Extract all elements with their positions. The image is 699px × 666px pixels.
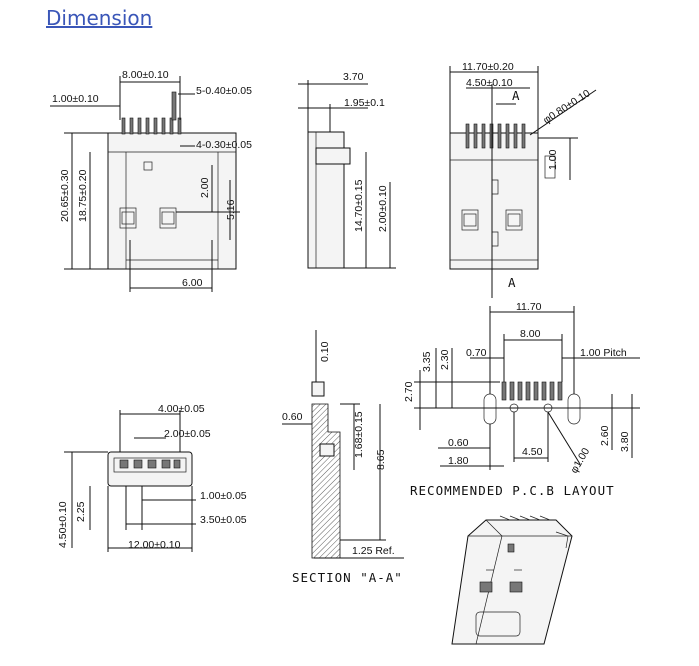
section-hatched-body xyxy=(311,403,341,559)
front-dim-body-length: 18.75±0.20 xyxy=(77,169,89,222)
section-view: 0.10 0.60 1.68±0.15 8.65 1.25 Ref. SECTI… xyxy=(282,330,404,585)
section-dim-depth: 1.68±0.15 xyxy=(353,411,365,458)
pcb-dim-slot-total: 3.80 xyxy=(619,431,631,452)
front-view: 8.00±0.10 1.00±0.10 5-0.40±0.05 4-0.30±0… xyxy=(50,69,252,292)
side-dim-depth: 3.70 xyxy=(343,71,364,83)
end-view: 4.00±0.05 2.00±0.05 1.00±0.05 3.50±0.05 … xyxy=(57,403,247,552)
back-dim-pin-span: 4.50±0.10 xyxy=(466,77,513,89)
section-dim-height: 8.65 xyxy=(375,449,387,470)
front-dim-width: 8.00±0.10 xyxy=(122,69,169,81)
back-view: 11.70±0.20 4.50±0.10 φ0.80±0.10 1.00 A A xyxy=(449,61,597,298)
front-pin-detail xyxy=(171,91,177,121)
end-body-outline xyxy=(107,451,193,487)
pcb-dim-slot-gap: 0.70 xyxy=(466,347,487,359)
front-window-left xyxy=(119,207,137,229)
front-body-outline xyxy=(107,132,237,270)
pcb-pads xyxy=(501,381,563,401)
front-dim-window-span: 6.00 xyxy=(182,277,203,289)
side-dim-window: 2.00±0.10 xyxy=(377,185,389,232)
front-pins xyxy=(121,117,182,135)
section-dim-ref: 1.25 Ref. xyxy=(352,545,395,557)
pcb-dim-pitch: 1.00 Pitch xyxy=(580,347,627,359)
front-dim-pin-offset: 1.00±0.10 xyxy=(52,93,99,105)
back-window-left xyxy=(461,209,479,231)
front-dim-pin-a: 5-0.40±0.05 xyxy=(196,85,252,97)
pcb-dim-pad-height: 3.35 xyxy=(421,351,433,372)
end-pins xyxy=(119,459,181,469)
section-dim-tip: 0.10 xyxy=(319,341,331,362)
iso-pins xyxy=(499,515,551,521)
back-dim-hole: φ0.80±0.10 xyxy=(541,87,592,126)
pcb-layout: 11.70 8.00 0.70 1.00 Pitch 3.35 2.30 2.7… xyxy=(403,301,640,498)
pcb-dim-slot-width: 0.60 xyxy=(448,437,469,449)
end-dim-pitch: 1.00±0.05 xyxy=(200,490,247,502)
pcb-dim-slot-height: 2.70 xyxy=(403,381,415,402)
pcb-dim-hole-span: 4.50 xyxy=(522,446,543,458)
end-dim-half-height: 2.25 xyxy=(75,501,87,522)
end-dim-pin-span: 2.00±0.05 xyxy=(164,428,211,440)
pcb-dim-pad-span: 8.00 xyxy=(520,328,541,340)
pcb-dim-width: 11.70 xyxy=(516,301,542,313)
pcb-dim-pad-length: 2.30 xyxy=(439,349,451,370)
front-dim-total-length: 20.65±0.30 xyxy=(59,169,71,222)
end-dim-width: 12.00±0.10 xyxy=(128,539,181,551)
section-marker-top: A xyxy=(512,88,521,103)
pcb-dim-slot-length: 2.60 xyxy=(599,425,611,446)
back-body-outline xyxy=(449,132,539,270)
end-dim-height: 4.50±0.10 xyxy=(57,501,69,548)
end-dim-span: 3.50±0.05 xyxy=(200,514,247,526)
section-marker-bottom: A xyxy=(508,275,517,290)
section-dim-offset: 0.60 xyxy=(282,411,303,423)
section-label: SECTION "A-A" xyxy=(292,570,403,585)
front-dim-pin-b: 4-0.30±0.05 xyxy=(196,139,252,151)
side-dim-offset: 1.95±0.1 xyxy=(344,97,385,109)
side-view: 3.70 1.95±0.1 14.70±0.15 2.00±0.10 xyxy=(298,71,396,269)
pcb-slot-right xyxy=(567,393,581,425)
front-dim-window-height: 5.16 xyxy=(225,199,237,220)
section-tip xyxy=(311,381,325,397)
pcb-slot-left xyxy=(483,393,497,425)
back-dim-pitch: 1.00 xyxy=(547,149,559,170)
pcb-label: RECOMMENDED P.C.B LAYOUT xyxy=(410,483,615,498)
isometric-view xyxy=(451,515,573,645)
side-dim-length: 14.70±0.15 xyxy=(353,179,365,232)
page-title: Dimension xyxy=(46,6,153,30)
front-window-right xyxy=(159,207,177,229)
end-dim-inner-width: 4.00±0.05 xyxy=(158,403,205,415)
front-dim-window-offset: 2.00 xyxy=(199,177,211,198)
pcb-dim-slot-offset: 1.80 xyxy=(448,455,469,467)
back-window-right xyxy=(505,209,523,231)
back-dim-width: 11.70±0.20 xyxy=(462,61,514,73)
